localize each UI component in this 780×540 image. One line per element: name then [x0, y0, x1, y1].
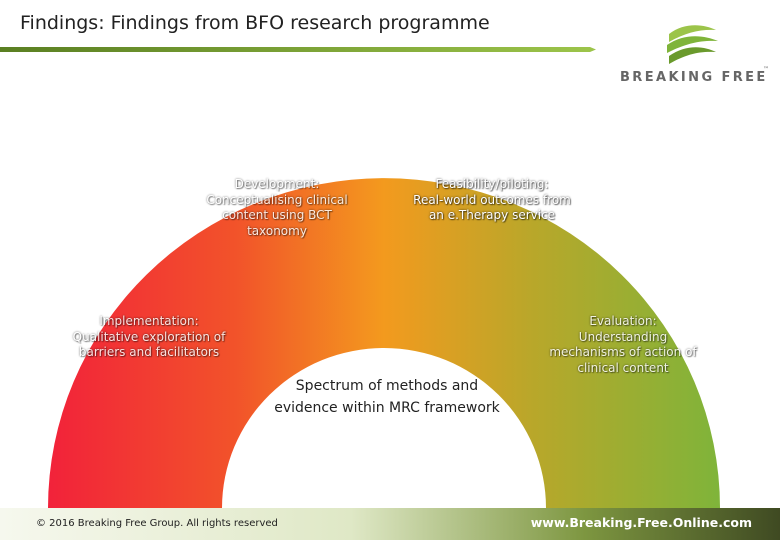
segment-feasibility-body: Real-world outcomes from an e.Therapy se…: [413, 192, 571, 223]
segment-evaluation: Evaluation: Understanding mechanisms of …: [548, 314, 698, 376]
segment-evaluation-body: Understanding mechanisms of action of cl…: [549, 329, 697, 375]
segment-feasibility-heading: Feasibility/piloting:: [435, 177, 549, 191]
segment-implementation: Implementation: Qualitative exploration …: [56, 314, 242, 361]
logo-wordmark: BREAKING FREE: [620, 70, 768, 85]
center-caption-line-2: evidence within MRC framework: [274, 399, 500, 416]
logo-trademark: ™: [763, 66, 769, 73]
segment-development-body: Conceptualising clinical content using B…: [206, 192, 348, 238]
segment-feasibility: Feasibility/piloting: Real-world outcome…: [412, 177, 572, 224]
arch-band: [48, 178, 720, 509]
slide-title: Findings: Findings from BFO research pro…: [20, 12, 490, 34]
segment-implementation-body: Qualitative exploration of barriers and …: [72, 329, 226, 360]
title-underline: [0, 47, 596, 52]
copyright-notice: © 2016 Breaking Free Group. All rights r…: [36, 518, 278, 529]
segment-implementation-heading: Implementation:: [99, 314, 199, 328]
center-caption-line-1: Spectrum of methods and: [295, 378, 479, 394]
breaking-free-logo: [667, 25, 718, 64]
website-link[interactable]: www.Breaking.Free.Online.com: [530, 515, 752, 530]
footer: [0, 508, 780, 540]
segment-development: Development: Conceptualising clinical co…: [196, 177, 358, 239]
footer-bar: [0, 508, 780, 540]
segment-development-heading: Development:: [234, 177, 320, 191]
center-caption: Spectrum of methods and evidence within …: [246, 376, 528, 419]
leaf-icon: [667, 25, 718, 64]
segment-evaluation-heading: Evaluation:: [589, 314, 657, 328]
